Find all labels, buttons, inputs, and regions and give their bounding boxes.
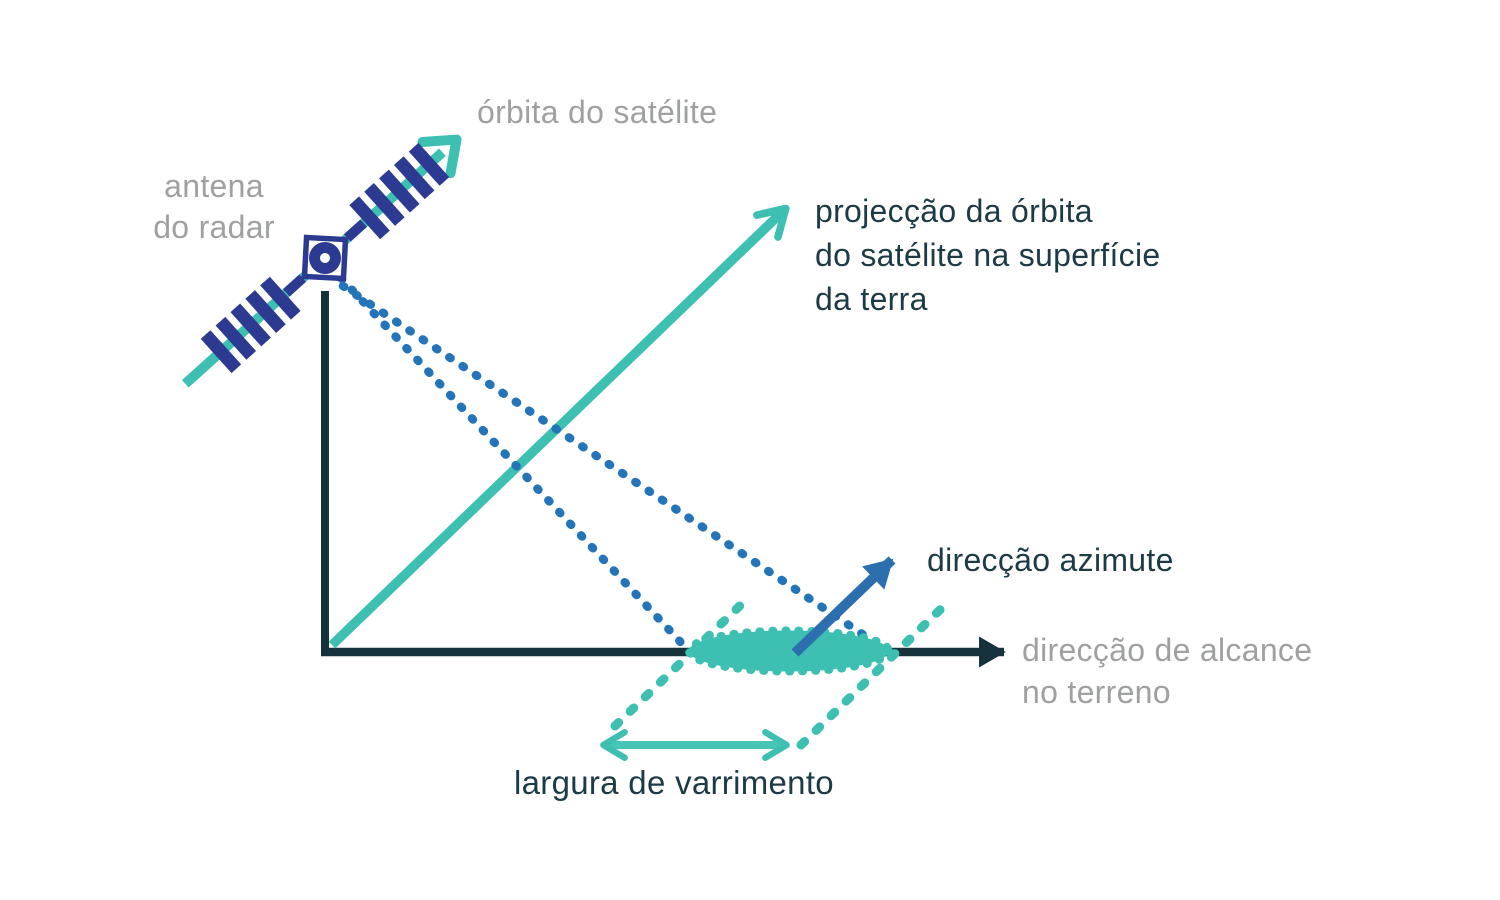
footprint-ellipse: [685, 626, 893, 676]
panel-connector-left: [283, 274, 307, 297]
range-label: direcção de alcance no terreno: [1022, 632, 1313, 710]
swath-edge-dotted-line-right: [796, 596, 954, 750]
orbit-arrowhead: [417, 134, 462, 179]
antenna-label: antena do radar: [153, 168, 275, 245]
orbit-label: órbita do satélite: [477, 94, 718, 130]
solar-panel-left: [200, 276, 301, 374]
panel-connector-right: [343, 219, 367, 242]
satellite-icon: [181, 134, 462, 388]
azimuth-arrow: [791, 556, 896, 657]
projection-label: projecção da órbita do satélite na super…: [815, 193, 1161, 317]
beam-edge-dotted-line-far: [338, 281, 891, 655]
swath-label: largura de varrimento: [514, 764, 834, 801]
solar-panel-right: [349, 142, 450, 240]
swath-edge-dotted-line-left: [610, 592, 754, 731]
satellite-sensor-center: [320, 253, 330, 263]
azimuth-label: direcção azimute: [927, 542, 1174, 578]
beam-edge-dotted-line-near: [336, 273, 692, 654]
